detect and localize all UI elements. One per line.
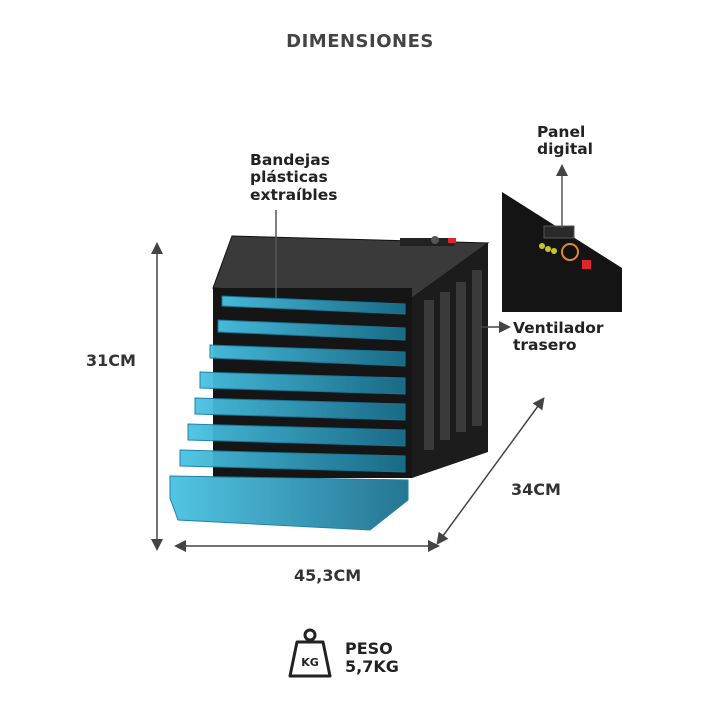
tray [221, 295, 406, 315]
callout-trays-line: extraíbles [250, 185, 338, 204]
callout-fan-line: Ventilador [513, 319, 604, 337]
tray [209, 344, 406, 367]
callout-fan: Ventilador trasero [513, 319, 604, 355]
tray [187, 423, 406, 447]
dehydrator-image [169, 235, 490, 531]
callout-trays-line: plásticas [250, 168, 328, 187]
callout-panel: Panel digital [537, 123, 593, 159]
height-label: 31CM [86, 351, 136, 370]
indicator-light-icon [545, 246, 551, 252]
callout-fan-line: trasero [513, 336, 577, 355]
callout-panel-line: digital [537, 140, 593, 159]
tray [199, 371, 406, 395]
weight-label: PESO [345, 639, 393, 658]
trays [169, 295, 409, 531]
callout-trays: Bandejas plásticas extraíbles [250, 151, 338, 204]
top-power-switch-icon [448, 238, 456, 243]
weight-info: PESO 5,7KG [345, 640, 399, 676]
weight-value: 5,7KG [345, 656, 399, 676]
tray [169, 475, 409, 531]
tray [217, 319, 406, 341]
control-panel-inset [502, 192, 622, 312]
top-control-strip [400, 238, 455, 246]
indicator-light-icon [539, 243, 545, 249]
depth-label: 34CM [511, 480, 561, 499]
indicator-light-icon [551, 248, 557, 254]
depth-dimension-line [436, 397, 545, 545]
side-vents [424, 270, 482, 450]
power-switch-icon [582, 260, 591, 269]
callout-trays-line: Bandejas [250, 151, 330, 169]
weight-icon [288, 628, 332, 678]
temperature-dial-icon [561, 243, 579, 261]
callout-panel-line: Panel [537, 123, 586, 141]
weight-icon-text: KG [301, 656, 319, 669]
tray [194, 397, 406, 421]
width-label: 45,3CM [294, 566, 362, 585]
top-dial-icon [431, 236, 439, 244]
digital-display-icon [543, 225, 575, 239]
page-title: DIMENSIONES [286, 31, 434, 52]
tray [179, 449, 406, 473]
